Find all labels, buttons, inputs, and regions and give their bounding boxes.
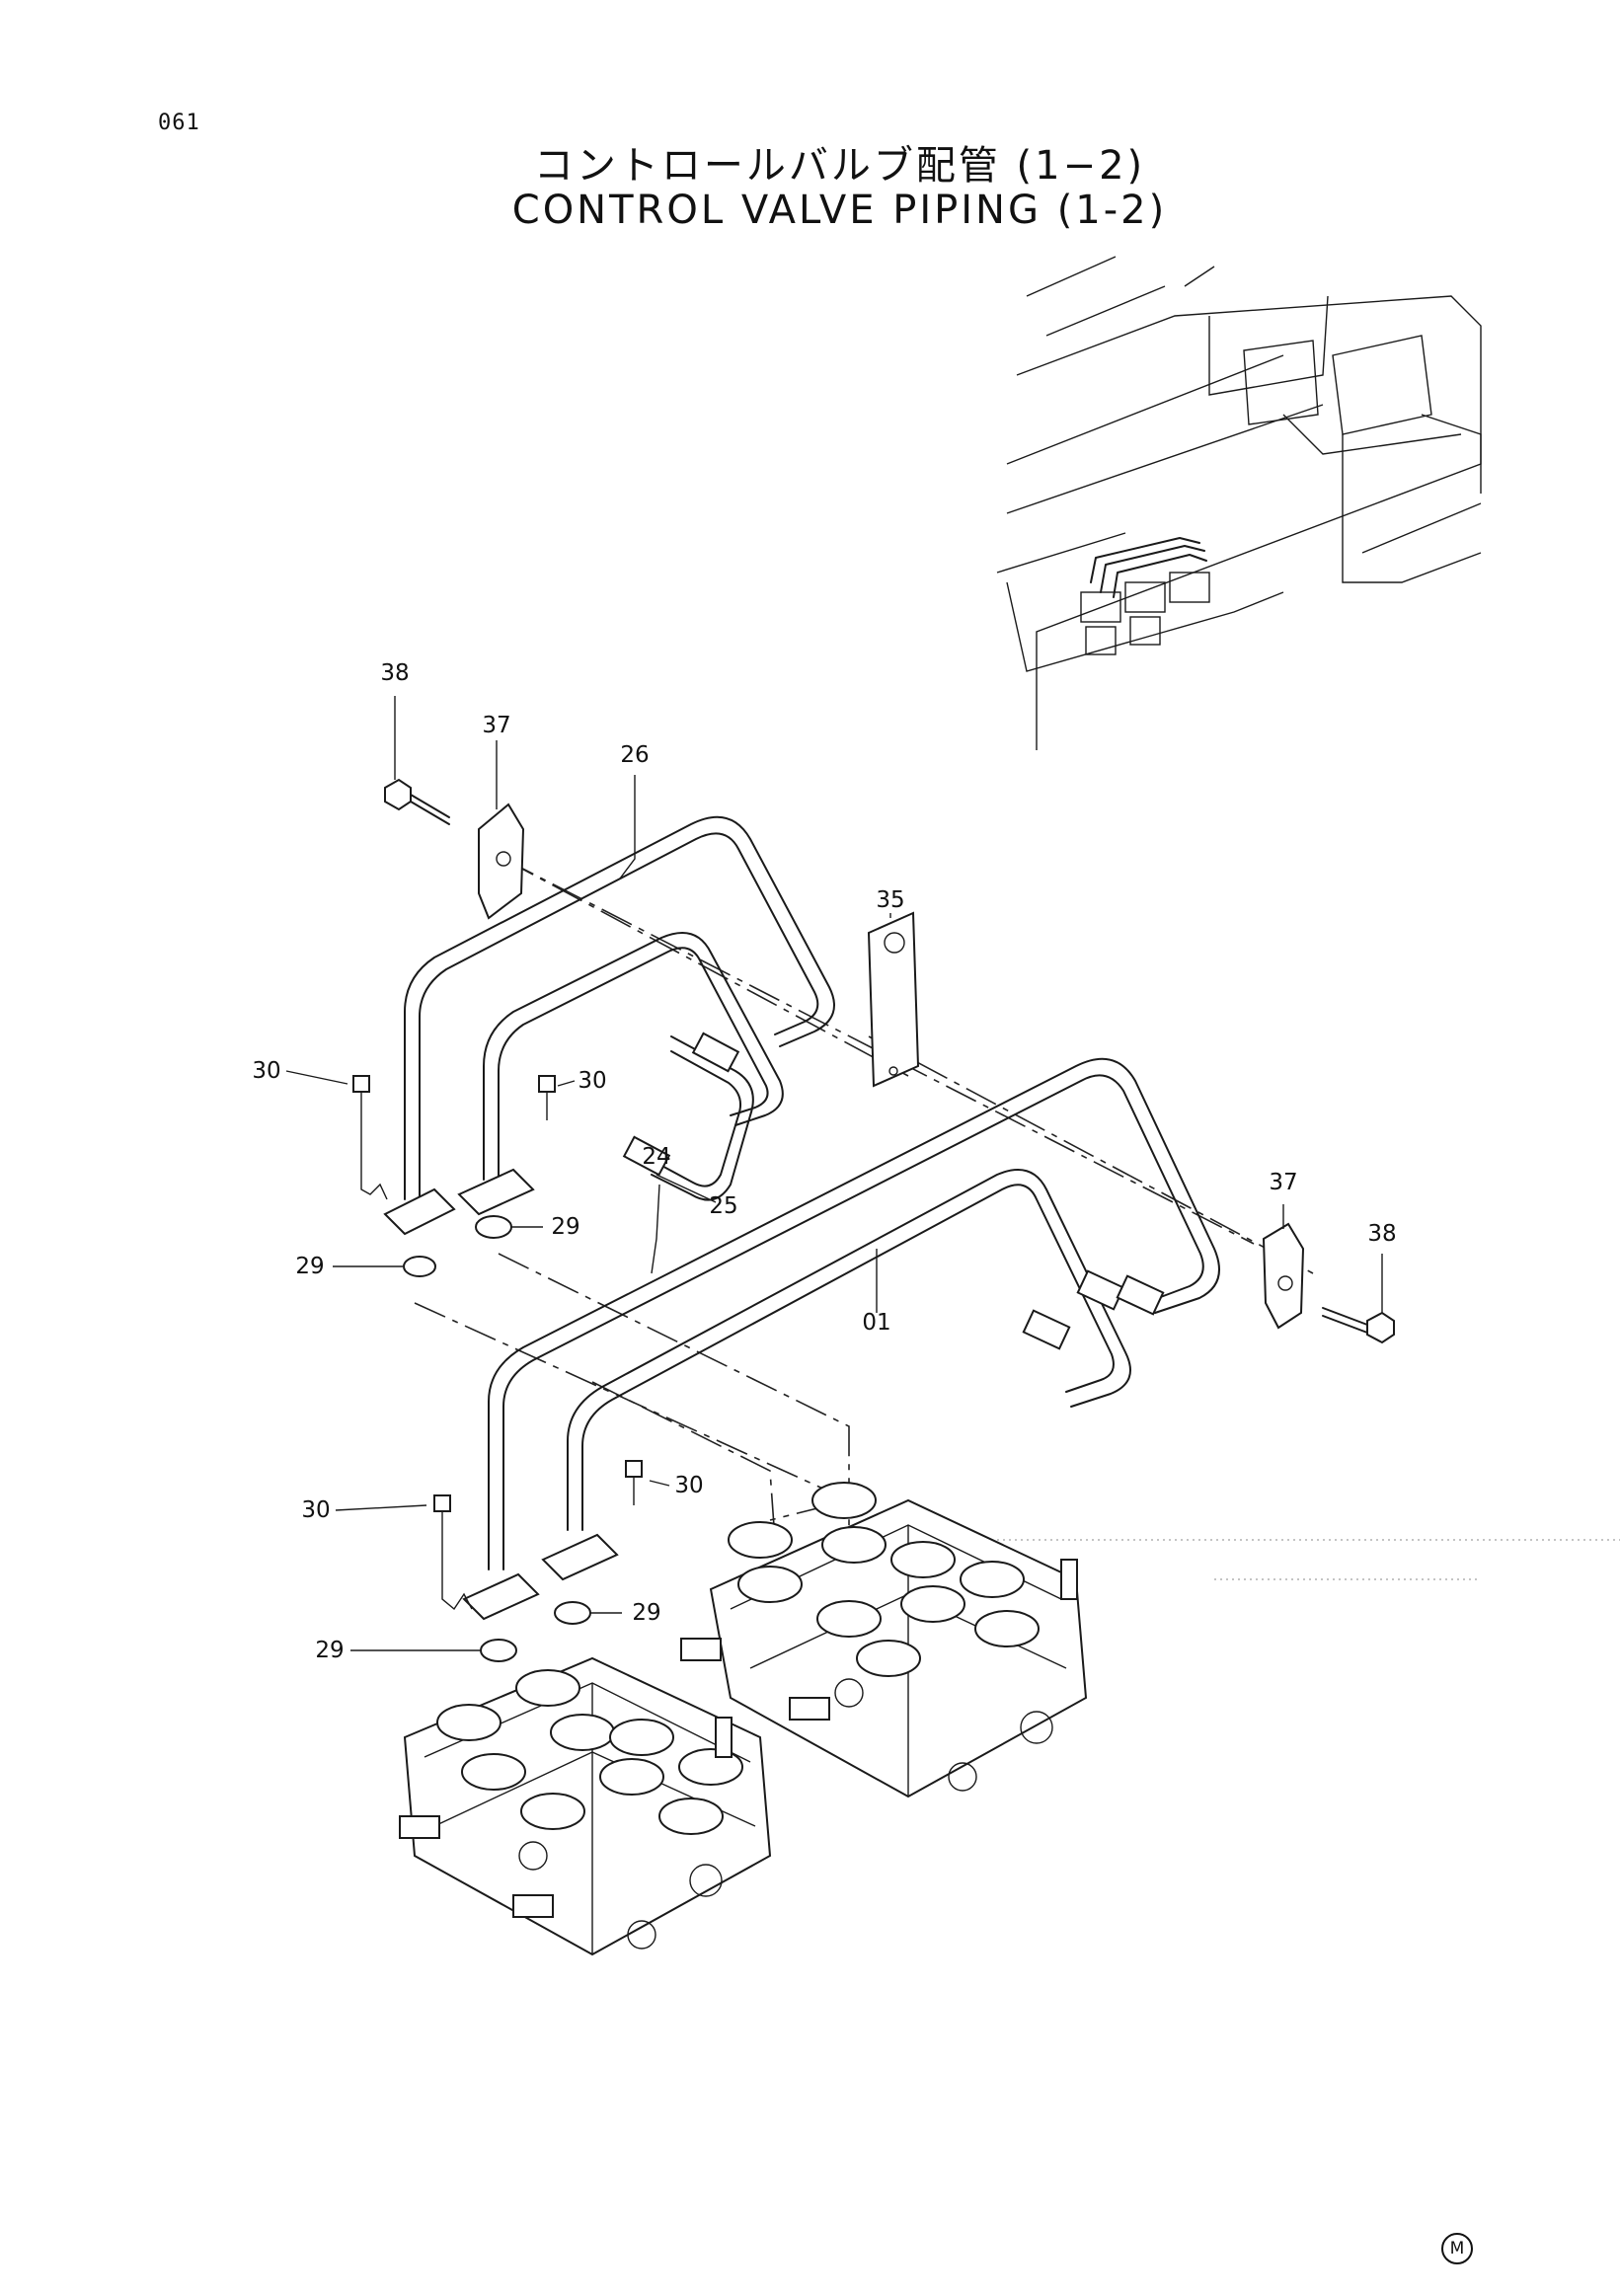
title-english: CONTROL VALVE PIPING (1-2): [511, 188, 1168, 233]
control-valve-block: [680, 1482, 1088, 1799]
callout-26: 26: [620, 742, 650, 768]
callout-30-b: 30: [578, 1068, 607, 1094]
callout-29-d: 29: [632, 1600, 661, 1626]
center-lines: [414, 858, 1620, 1580]
callout-25: 25: [709, 1193, 738, 1219]
callout-29-b: 29: [551, 1214, 580, 1240]
callout-30-c: 30: [301, 1497, 331, 1523]
pipe-26: [404, 815, 835, 1200]
callout-35: 35: [876, 887, 905, 913]
leader-lines: [285, 696, 1383, 1651]
pipe-25: [622, 1032, 754, 1201]
pipe-24-01: [488, 1057, 1220, 1570]
callout-38-right: 38: [1367, 1221, 1397, 1247]
control-valve-block-front: [399, 1656, 772, 1956]
callout-38-top: 38: [380, 660, 410, 686]
callout-01: 01: [862, 1310, 891, 1336]
flanges: [383, 1168, 619, 1621]
callout-30-a: 30: [252, 1058, 281, 1084]
page-number: 061: [158, 111, 200, 135]
clamp-icon: [478, 803, 1305, 1330]
callout-37-top: 37: [482, 713, 511, 738]
machine-overview-inset: [996, 256, 1482, 750]
bracket-plate-icon: [867, 911, 920, 1088]
callout-29-c: 29: [315, 1638, 345, 1663]
callout-29-a: 29: [295, 1254, 325, 1279]
bolt-38: [384, 778, 1395, 1344]
callout-24: 24: [642, 1144, 671, 1170]
callout-37-right: 37: [1269, 1170, 1298, 1195]
bolt-icon: [352, 1075, 643, 1611]
title-japanese: コントロールバルブ配管 (1−2): [533, 143, 1146, 189]
corner-mark: M: [1441, 2233, 1473, 2264]
callout-30-d: 30: [674, 1473, 704, 1498]
